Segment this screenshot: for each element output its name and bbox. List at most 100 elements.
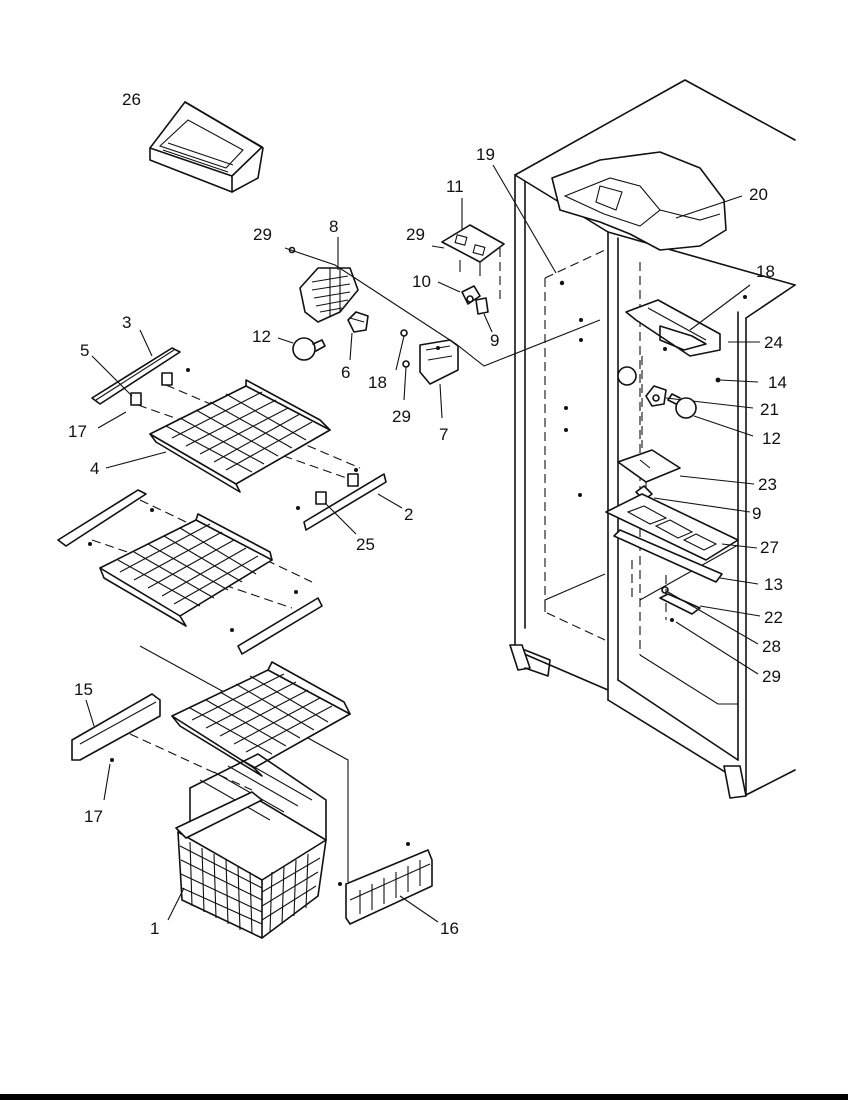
leader-29d: [675, 621, 759, 675]
basket-guide-line: [139, 645, 349, 882]
leader-17a: [97, 411, 127, 429]
callout-29-d: 29: [762, 667, 781, 686]
callout-26: 26: [122, 90, 141, 109]
leader-23: [679, 475, 755, 485]
callout-13: 13: [764, 575, 783, 594]
light-assembly-guide: [284, 247, 601, 367]
callout-6: 6: [341, 363, 350, 382]
callout-25: 25: [356, 535, 375, 554]
part-10-hinge-pin: [461, 285, 481, 305]
callout-3: 3: [122, 313, 131, 332]
leader-17b: [103, 763, 111, 801]
part-11-hinge-bracket: [441, 224, 505, 276]
leader-29a: [431, 245, 445, 249]
leader-7: [439, 383, 443, 419]
leader-16: [399, 895, 439, 923]
callout-22: 22: [764, 608, 783, 627]
callout-labels: 26 29 8 19 11 29 10 9 20 18 24 14 21 12 …: [68, 90, 787, 938]
leader-9a: [483, 313, 493, 333]
callout-9-top: 9: [490, 331, 499, 350]
leader-2: [377, 493, 403, 509]
callout-7: 7: [439, 425, 448, 444]
leader-3: [139, 329, 153, 357]
callout-17-top: 17: [68, 422, 87, 441]
leader-27: [721, 543, 758, 549]
bottom-border-rule: [0, 1094, 848, 1100]
part-26-ice-bin: [149, 101, 264, 193]
part-16-basket-front: [345, 849, 433, 925]
leader-12a: [277, 337, 294, 344]
part-2-shelf-rail-right: [303, 473, 387, 531]
part-29-screw-lower: [402, 360, 410, 368]
callout-19: 19: [476, 145, 495, 164]
callout-10: 10: [412, 272, 431, 291]
callout-20: 20: [749, 185, 768, 204]
middle-shelf-rail-left: [57, 489, 154, 547]
rail-screw-2: [296, 506, 300, 510]
callout-18-left: 18: [368, 373, 387, 392]
leader-20: [675, 195, 743, 219]
part-4-wire-shelf: [149, 379, 331, 493]
front-screw-1: [338, 882, 342, 886]
callout-5: 5: [80, 341, 89, 360]
part-28-screw: [661, 586, 669, 594]
leader-10: [437, 281, 461, 293]
part-18-screw-left: [400, 329, 408, 337]
rear-bulb-ghost: [617, 366, 637, 386]
leader-22: [699, 605, 761, 617]
part-22-bracket: [659, 593, 701, 615]
rail-screw-3: [354, 468, 358, 472]
leader-13: [719, 577, 759, 585]
callout-29-c: 29: [392, 407, 411, 426]
part-13-shelf-rail: [613, 529, 723, 583]
callout-16: 16: [440, 919, 459, 938]
part-1-wire-basket: [175, 753, 327, 939]
leader-29b: [403, 366, 407, 401]
leader-18b: [689, 284, 751, 331]
leader-14: [719, 379, 759, 383]
part-12-light-bulb-right: [667, 393, 697, 419]
part-3-shelf-rail-left: [91, 347, 181, 405]
part-27-divider-bracket: [605, 493, 739, 561]
part-29-screw-right: [670, 618, 674, 622]
callout-14: 14: [768, 373, 787, 392]
callout-27: 27: [760, 538, 779, 557]
leader-6: [349, 332, 353, 361]
callout-21: 21: [760, 400, 779, 419]
callout-8: 8: [329, 217, 338, 236]
callout-28: 28: [762, 637, 781, 656]
callout-9-right: 9: [752, 504, 761, 523]
part-17-screw-lower: [110, 758, 114, 762]
leader-9b: [653, 497, 751, 513]
leader-12b: [693, 415, 754, 437]
leader-15: [85, 699, 95, 727]
middle-shelf-rail-right: [230, 590, 323, 655]
leader-18a: [395, 335, 405, 371]
part-7-light-bracket: [419, 339, 459, 385]
part-9-hinge-clip-top: [475, 297, 489, 315]
leader-19: [492, 164, 557, 274]
callout-15: 15: [74, 680, 93, 699]
part-20-top-cover: [551, 151, 727, 251]
callout-29-a: 29: [253, 225, 272, 244]
basket-dash-guide: [129, 733, 253, 791]
front-screw-2: [406, 842, 410, 846]
part-25-shelf-clip: [315, 473, 359, 505]
part-24-light-housing: [625, 299, 721, 357]
part-21-light-socket: [645, 385, 667, 407]
lower-wire-shelf: [171, 661, 351, 777]
callout-29-b: 29: [406, 225, 425, 244]
callout-2: 2: [404, 505, 413, 524]
part-12-light-bulb-left: [292, 337, 326, 361]
callout-12-right: 12: [762, 429, 781, 448]
leader-1: [167, 887, 185, 921]
part-14-screw: [715, 377, 721, 383]
middle-wire-shelf: [99, 513, 273, 627]
callout-18-right: 18: [756, 262, 775, 281]
callout-11: 11: [446, 177, 464, 196]
leader-5: [91, 355, 133, 397]
callout-23: 23: [758, 475, 777, 494]
callout-17-bottom: 17: [84, 807, 103, 826]
leader-25: [325, 503, 357, 535]
